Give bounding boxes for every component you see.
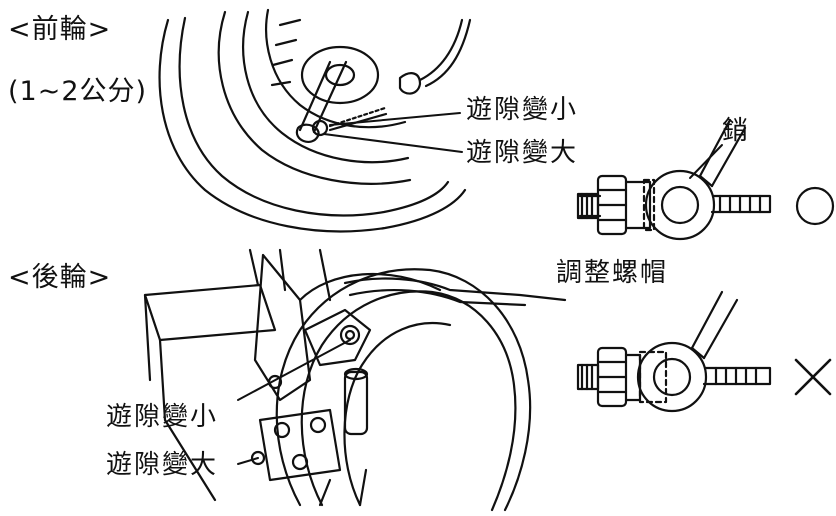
rear-label-larger: 遊隙變大 xyxy=(106,450,219,480)
pin-label: 銷 xyxy=(722,116,751,146)
rear-label-smaller: 遊隙變小 xyxy=(106,402,219,432)
front-label-larger: 遊隙變大 xyxy=(466,138,579,168)
rear-wheel-illustration xyxy=(143,248,567,512)
ng-cross-mark xyxy=(794,358,832,396)
ok-circle-mark xyxy=(795,186,835,226)
adjust-nut-label: 調整螺帽 xyxy=(556,258,669,288)
adjust-nut-wrong-detail xyxy=(576,290,832,413)
rear-wheel-heading: <後輪> xyxy=(8,262,112,293)
adjust-nut-correct-detail xyxy=(576,118,835,241)
front-range-note: (1~2公分) xyxy=(8,76,148,107)
front-wheel-heading: <前輪> xyxy=(8,14,112,45)
front-label-smaller: 遊隙變小 xyxy=(466,95,579,125)
front-wheel-illustration xyxy=(158,8,472,233)
